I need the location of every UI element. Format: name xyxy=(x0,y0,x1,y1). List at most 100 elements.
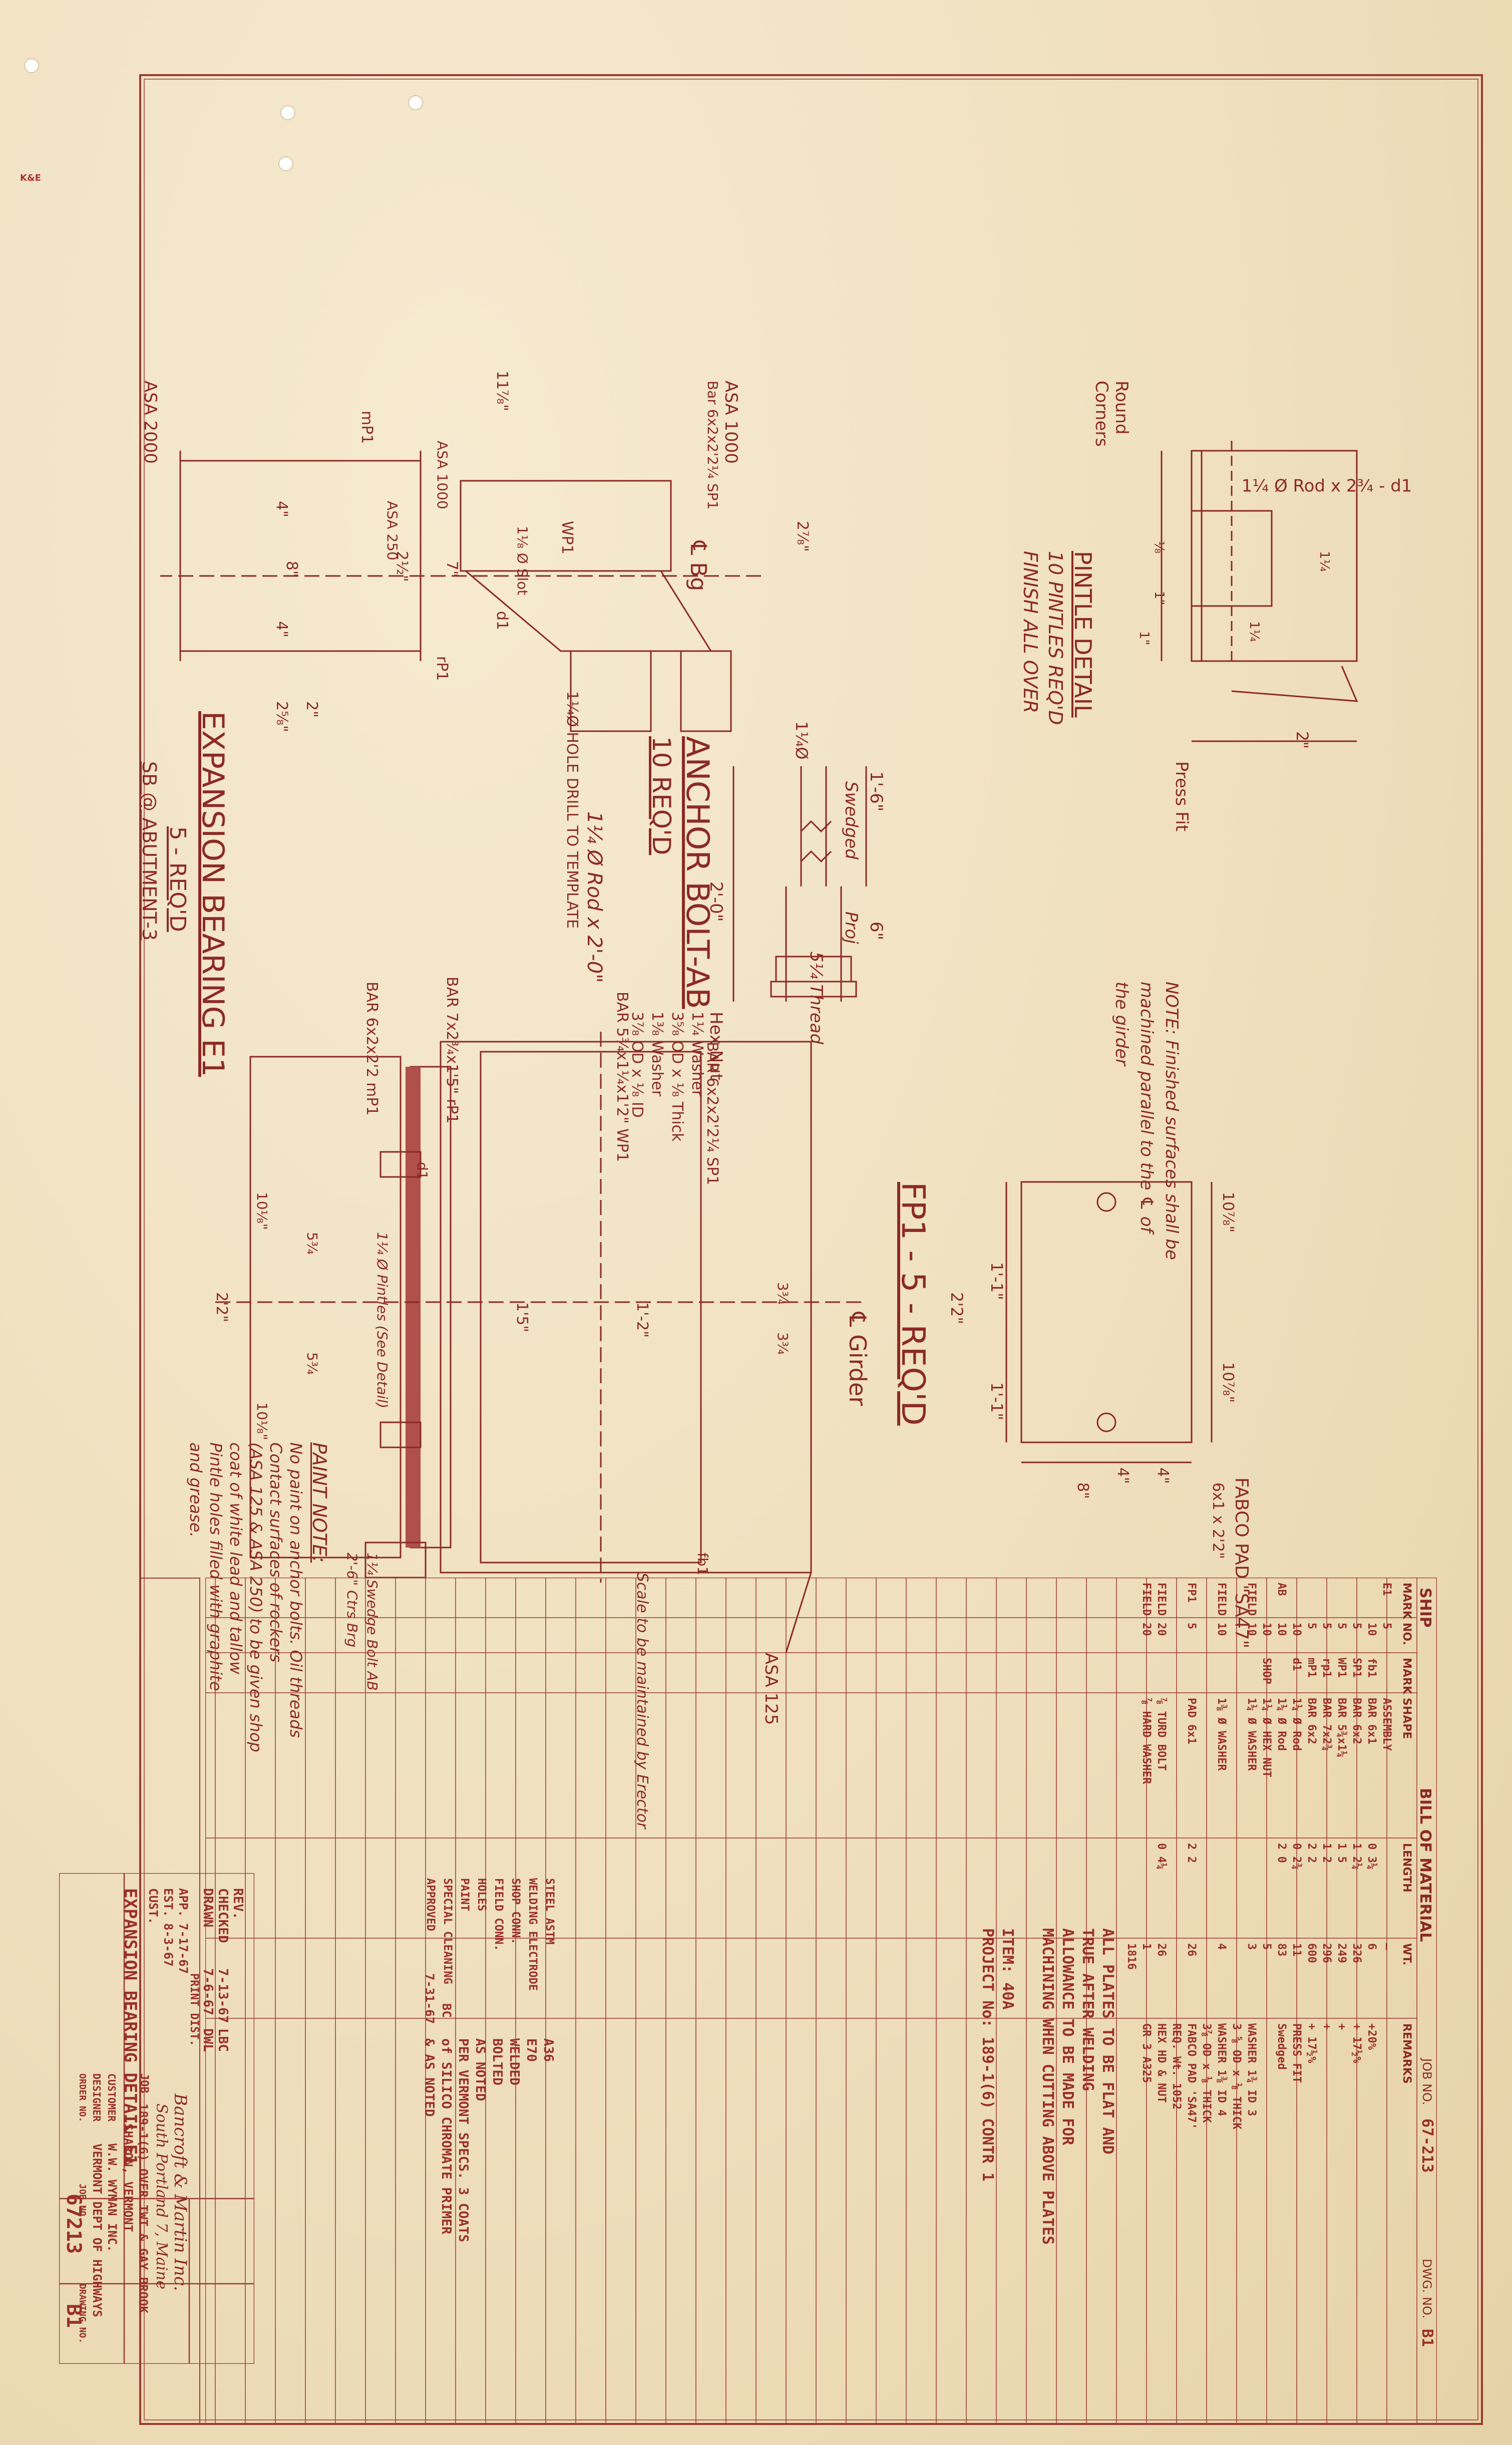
bom-cell: 26 xyxy=(1155,1943,1168,1957)
bom-cell: +20% xyxy=(1365,2023,1378,2050)
spec-label: SHOP CONN. xyxy=(509,1878,522,1945)
elev-sp1: BAR 6x2x2'2¼ SP1 xyxy=(703,1042,721,1185)
bom-header-cell: MARK xyxy=(1400,1658,1413,1694)
bom-cell: 10 xyxy=(1275,1623,1288,1636)
spec-value: A36 xyxy=(541,2038,556,2062)
spec-value: AS NOTED xyxy=(473,2038,488,2101)
bom-cell: 2 2 xyxy=(1185,1843,1198,1863)
bom-cell: mP1 xyxy=(1305,1658,1318,1678)
tb-company-city: South Portland 7, Maine xyxy=(153,2103,170,2290)
bom-cell: 10 xyxy=(1215,1623,1228,1636)
bom-cell: 2 2 xyxy=(1305,1843,1318,1863)
bom-cell: Swedged xyxy=(1275,2023,1288,2070)
bom-jobno-label: JOB NO. xyxy=(1420,2058,1434,2105)
spec-label: FIELD CONN. xyxy=(492,1878,505,1951)
bom-cell: WASHER 1⅜ ID 4 xyxy=(1215,2023,1228,2116)
bom-cell: 20 xyxy=(1155,1623,1168,1636)
tb-customer: W.W. WYMAN INC. xyxy=(105,2144,119,2252)
bom-cell: 4 xyxy=(1215,1943,1228,1950)
elev-rp1: BAR 7x2¾x1'5" rP1 xyxy=(443,977,461,1124)
bom-cell: 0 2¾ xyxy=(1290,1843,1303,1870)
elev-dim: 2'2" xyxy=(213,1292,230,1323)
bom-cell: WP1 xyxy=(1335,1658,1348,1678)
bom-dwgno-label: DWG. NO. xyxy=(1420,2259,1434,2319)
tb-job-label: JOB xyxy=(138,2073,150,2093)
elev-dim: 5¾ xyxy=(304,1352,320,1375)
bom-cell: BAR 6x2 xyxy=(1305,1698,1318,1744)
bom-cell: 6 xyxy=(1365,1943,1378,1950)
spec-cleaning: BC xyxy=(440,2003,454,2018)
bom-cell: 10 xyxy=(1290,1623,1303,1636)
bill-of-material: SHIP BILL OF MATERIAL JOB NO. 67-213 DWG… xyxy=(205,1578,1437,2424)
spec-label: APPROVED xyxy=(424,1878,437,1931)
bom-cell: PAD 6x1 xyxy=(1185,1698,1198,1744)
elev-dim: 3¾ xyxy=(775,1282,791,1305)
bom-cell: FIELD xyxy=(1140,1583,1153,1616)
tb-est: 8-3-67 xyxy=(161,1923,175,1967)
bom-cell: FIELD xyxy=(1155,1583,1168,1616)
bom-header-cell: LENGTH xyxy=(1400,1843,1413,1893)
bom-cell: 1⅜ Ø WASHER xyxy=(1215,1698,1228,1771)
bom-header-cell: MARK xyxy=(1400,1583,1413,1619)
bom-jobno: 67-213 xyxy=(1418,2118,1436,2173)
elev-dim: 1'5" xyxy=(513,1302,531,1333)
bom-cell: 5 xyxy=(1380,1623,1393,1630)
bom-header-cell: NO. xyxy=(1400,1623,1413,1645)
tb-job-number: 67213 xyxy=(62,2194,85,2254)
spec-value: BOLTED xyxy=(490,2038,505,2085)
bom-cell: SP1 xyxy=(1350,1658,1363,1678)
bom-cell: + xyxy=(1320,2023,1333,2030)
elev-wp1: BAR 5¾x1¼x1'2" WP1 xyxy=(613,992,631,1162)
bom-cell: 296 xyxy=(1320,1943,1333,1963)
bom-cell: ⅞ TURD BOLT xyxy=(1155,1698,1168,1771)
bom-cell: WASHER 1¾ ID 3 xyxy=(1245,2023,1258,2116)
bom-note: TRUE AFTER WELDING xyxy=(1079,1928,1096,2091)
tb-checked-by: LBC xyxy=(215,2028,230,2052)
bom-cell: — xyxy=(1380,1943,1393,1950)
bom-note: MACHINING WHEN CUTTING ABOVE PLATES xyxy=(1039,1928,1056,2245)
bom-header-cell: REMARKS xyxy=(1400,2023,1413,2084)
spec-label: WELDING ELECTRODE xyxy=(526,1878,539,1991)
bom-cell: fb1 xyxy=(1365,1658,1378,1678)
tb-job-location: SHARON, VERMONT xyxy=(121,2123,135,2232)
elev-dim: 10⅛" xyxy=(254,1402,270,1440)
bom-cell: ASSEMBLY xyxy=(1380,1698,1393,1751)
bom-cell: 1816 xyxy=(1125,1943,1138,1970)
bom-cell: rp1 xyxy=(1320,1658,1333,1678)
bom-grid xyxy=(205,1578,1437,2424)
tb-drawn-label: DRAWN xyxy=(200,1888,215,1928)
tb-designer: VERMONT DEPT OF HIGHWAYS xyxy=(90,2144,104,2317)
title-block-grid xyxy=(59,1873,254,2364)
bom-item: ITEM: 40A xyxy=(999,1928,1016,2010)
bom-cell: BAR 5¾x1¼ xyxy=(1335,1698,1348,1758)
bom-cell: FABCO PAD 'SA47' xyxy=(1185,2023,1198,2129)
spec-value: PER VERMONT SPECS. 3 COATS xyxy=(456,2038,471,2242)
elev-dim: 10⅛" xyxy=(254,1192,270,1230)
bom-ship-label: SHIP xyxy=(1416,1588,1434,1628)
bom-cell: BAR 6x1 xyxy=(1365,1698,1378,1744)
spec-label: STEEL ASTM xyxy=(543,1878,556,1945)
bom-cell: 1¼ Ø Rod xyxy=(1275,1698,1288,1751)
bom-cell: 0 4¼ xyxy=(1155,1843,1168,1870)
elev-pintles: 1¼ Ø Pintles (See Detail) xyxy=(374,1232,391,1409)
tb-app: 7-17-67 xyxy=(176,1923,190,1974)
bom-cell: 5 xyxy=(1260,1943,1273,1950)
elev-mp1: BAR 6x2x2'2 mP1 xyxy=(363,982,381,1116)
bom-cell: 20 xyxy=(1140,1623,1153,1636)
bom-cell: 5 xyxy=(1320,1623,1333,1630)
spec-label: HOLES xyxy=(475,1878,488,1912)
spec-label: SPECIAL CLEANING xyxy=(441,1878,454,1984)
bom-header-cell: WT. xyxy=(1400,1943,1413,1966)
elev-d1: d1 xyxy=(414,1162,431,1180)
bom-header-cell: SHAPE xyxy=(1400,1698,1413,1739)
bom-cell: 1 xyxy=(1140,1943,1153,1950)
tb-drawn: 7-6-67 xyxy=(200,1968,215,2015)
